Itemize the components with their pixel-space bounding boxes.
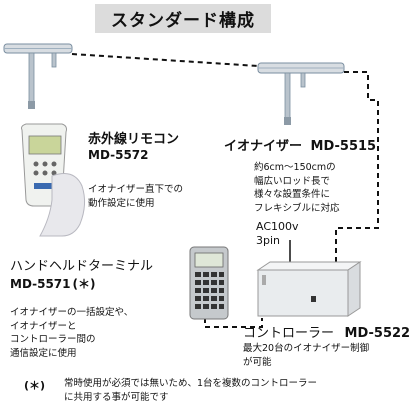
ionizer-name: イオナイザー — [224, 139, 303, 154]
footnote-mark: (＊) — [24, 379, 46, 392]
controller-label: コントローラー MD-5522 — [243, 322, 410, 341]
ir-remote-name: 赤外線リモコン — [88, 132, 180, 147]
controller-model: MD-5522 — [344, 326, 410, 341]
handheld-model-line: MD-5571(＊) — [10, 275, 96, 292]
power-pin: 3pin — [256, 234, 281, 247]
controller-icon — [256, 261, 362, 317]
ir-remote-model: MD-5572 — [88, 148, 149, 162]
handheld-name: ハンドヘルドターミナル — [10, 259, 154, 274]
diagram-drawing — [3, 43, 379, 328]
diagram-title: スタンダード構成 — [95, 4, 271, 33]
footnote-text: 常時使用が必須では無いため、1台を複数のコントローラー に共用する事が可能です — [64, 378, 318, 403]
ionizer-model: MD-5515 — [310, 139, 377, 154]
communication-cables — [71, 53, 379, 328]
ir-remote-icon — [21, 123, 86, 237]
controller-description: 最大20台のイオナイザー制御 が可能 — [243, 343, 370, 368]
power-voltage: AC100v — [256, 220, 299, 233]
ionizer-rod-right — [257, 62, 345, 125]
handheld-terminal-icon — [189, 246, 229, 320]
handheld-model: MD-5571 — [10, 277, 71, 291]
controller-name: コントローラー — [243, 326, 335, 341]
ionizer-label: イオナイザー MD-5515 — [224, 135, 376, 154]
handheld-description: イオナイザーの一括設定や、 イオナイザーと コントローラー間の 通信設定に使用 — [10, 307, 134, 359]
ionizer-description: 約6cm～150cmの 幅広いロッド長で 様々な設置条件に フレキシブルに対応 — [254, 162, 340, 214]
ionizer-rod-left — [3, 43, 73, 109]
handheld-note-mark: (＊) — [72, 277, 96, 291]
ir-remote-description: イオナイザー直下での 動作設定に使用 — [88, 184, 184, 209]
